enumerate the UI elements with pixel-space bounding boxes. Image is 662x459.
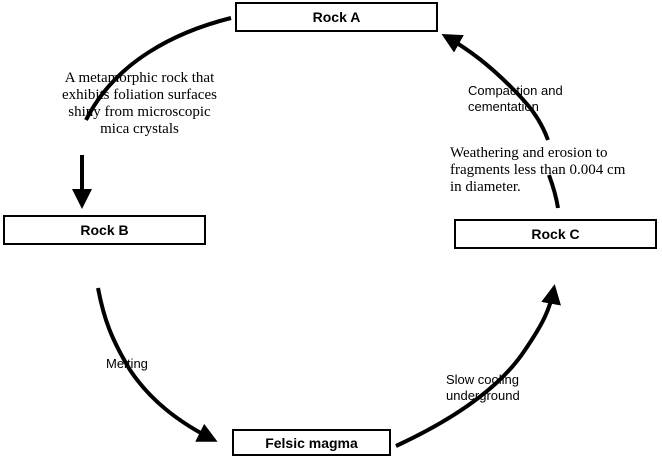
rock-a-label: Rock A: [312, 9, 361, 25]
metamorphic-line-4: mica crystals: [100, 121, 179, 137]
rock-b-label: Rock B: [80, 222, 129, 238]
slow-cooling-label: Slow cooling underground: [446, 372, 520, 404]
felsic-magma-label: Felsic magma: [265, 434, 358, 451]
weathering-line-2: fragments less than 0.004 cm: [450, 162, 626, 178]
weathering-erosion-label: Weathering and erosion to fragments less…: [450, 145, 625, 196]
arrow-magma-to-rock-c: [395, 284, 561, 448]
felsic-magma-box: Felsic magma: [232, 429, 391, 456]
compaction-line-1: Compaction and: [468, 83, 563, 98]
compaction-cementation-label: Compaction and cementation: [468, 83, 563, 115]
metamorphic-line-2: exhibits foliation surfaces: [62, 87, 217, 103]
rock-a-box: Rock A: [235, 2, 438, 32]
weathering-line-3: in diameter.: [450, 179, 521, 195]
rock-c-box: Rock C: [454, 219, 657, 249]
weathering-line-1: Weathering and erosion to: [450, 145, 608, 161]
cooling-line-1: Slow cooling: [446, 372, 519, 387]
rock-b-box: Rock B: [3, 215, 206, 245]
metamorphic-line-1: A metamorphic rock that: [64, 70, 215, 86]
metamorphic-rock-label: A metamorphic rock that exhibits foliati…: [62, 70, 217, 138]
arrow-rock-c-to-rock-a-upper: [441, 34, 550, 141]
melting-label: Melting: [106, 356, 148, 371]
rock-c-label: Rock C: [531, 226, 580, 242]
compaction-line-2: cementation: [468, 99, 539, 114]
metamorphic-line-3: shiny from microscopic: [68, 104, 211, 120]
arrow-rock-c-to-rock-a: [547, 174, 560, 209]
cooling-line-2: underground: [446, 388, 520, 403]
arrow-rock-b-to-magma: [96, 287, 218, 442]
arrow-rock-a-to-rock-b: [84, 16, 232, 121]
